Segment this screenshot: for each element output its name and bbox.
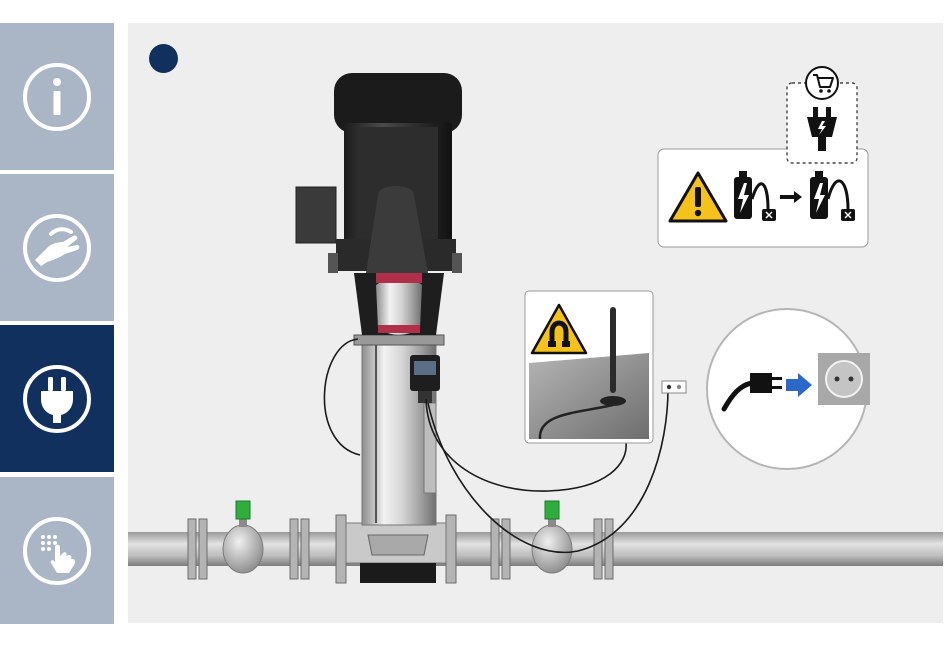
- pump-coupling: [354, 273, 444, 335]
- nav-tile-operation[interactable]: [0, 477, 114, 624]
- touch-keypad-icon: [21, 515, 93, 587]
- info-icon: [21, 61, 93, 133]
- cart-icon: [806, 67, 838, 99]
- pump-installation-illustration: [128, 23, 943, 623]
- pump-base: [346, 523, 446, 583]
- magnet-warning-callout: [525, 291, 653, 443]
- socket-icon: [818, 353, 870, 405]
- nav-tile-handling[interactable]: [0, 174, 114, 321]
- power-supply-replacement-callout: [658, 67, 868, 247]
- plug-socket-callout: [707, 309, 870, 469]
- valve-right: [532, 501, 572, 573]
- illustration-canvas: [128, 23, 943, 623]
- valve-left: [223, 501, 263, 573]
- hand-icon: [21, 212, 93, 284]
- wall-outlet: [662, 381, 686, 393]
- nav-tile-electrical[interactable]: [0, 325, 114, 472]
- pump-motor: [296, 73, 462, 273]
- sidebar-nav: [0, 0, 114, 670]
- nav-tile-info[interactable]: [0, 23, 114, 170]
- power-plug-icon: [21, 363, 93, 435]
